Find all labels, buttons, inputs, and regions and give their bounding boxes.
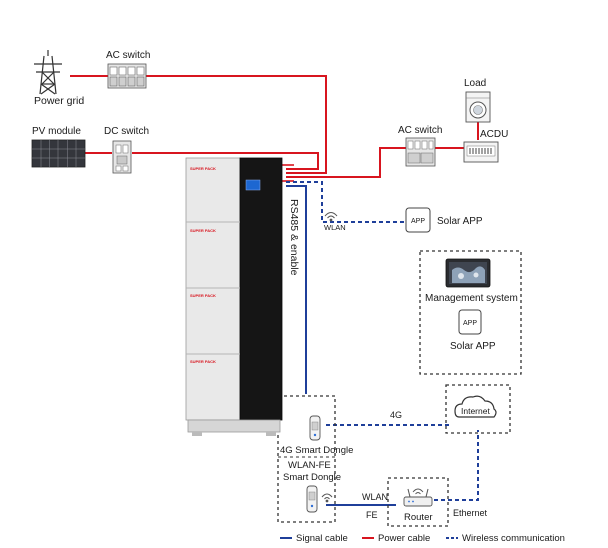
ac-switch-right-label: AC switch [398, 125, 442, 136]
brand-mark-3: SUPER PACK [190, 293, 216, 298]
router-label: Router [404, 512, 433, 523]
cabinet-inverter-column [239, 157, 283, 421]
rs485-signal-cable [286, 185, 307, 394]
inverter-to-right-ac-switch-cable [286, 147, 406, 178]
ac-switch-to-inverter-cable [145, 75, 327, 174]
brand-mark-1: SUPER PACK [190, 166, 216, 171]
router-box [387, 477, 449, 527]
signal-cables [286, 185, 396, 506]
dc-switch-icon [112, 140, 132, 174]
pv-module-label: PV module [32, 126, 81, 137]
battery-inverter-cabinet: SUPER PACK SUPER PACK SUPER PACK SUPER P… [185, 157, 283, 436]
washing-machine-icon [465, 91, 491, 123]
solar-app-box-icon: APP [458, 309, 482, 335]
ac-switch-top-label: AC switch [106, 50, 150, 61]
legend-signal-label: Signal cable [296, 533, 348, 544]
internet-box [445, 384, 511, 434]
router-to-internet-ethernet [434, 430, 479, 501]
ethernet-label: Ethernet [453, 508, 488, 518]
brand-mark-2: SUPER PACK [190, 228, 216, 233]
ac-switch-top-icon [107, 63, 147, 89]
app-icon-text-top: APP [411, 218, 425, 225]
4g-label: 4G [390, 410, 402, 420]
ac-switch-right-icon [405, 137, 436, 167]
cloud-management-box [419, 250, 522, 375]
legend-power-label: Power cable [378, 533, 430, 544]
brand-mark-4: SUPER PACK [190, 359, 216, 364]
wireless-links [286, 181, 479, 501]
solar-app-top-icon: APP [405, 207, 431, 233]
dc-switch-label: DC switch [104, 126, 149, 137]
acdu-label: ACDU [480, 129, 508, 140]
management-system-icon [445, 258, 491, 288]
4g-dongle-icon [309, 415, 321, 441]
power-grid-tower-icon [34, 50, 62, 95]
wlan-fe-label-line1: WLAN-FE [288, 460, 331, 471]
wlan-fe-dongle-icon [306, 485, 318, 513]
router-icon [403, 488, 433, 507]
wifi-icon-dongle [321, 493, 333, 503]
power-cables [70, 75, 479, 182]
inverter-wlan-link [286, 181, 404, 223]
pv-module-icon [31, 139, 86, 168]
brand-marks: SUPER PACK SUPER PACK SUPER PACK SUPER P… [190, 166, 216, 364]
4g-dongle-label: 4G Smart Dongle [280, 445, 353, 456]
fe-label: FE [366, 510, 378, 520]
solar-app-box-label: Solar APP [450, 341, 496, 352]
solar-app-top-label: Solar APP [437, 216, 483, 227]
legend: Signal cable Power cable Wireless commun… [280, 533, 565, 544]
dongle-group-box [277, 395, 336, 523]
cabinet-battery-column [185, 157, 241, 421]
wlan-fe-label-line2: Smart Dongle [283, 472, 341, 483]
wlan-bottom-label: WLAN [362, 492, 388, 502]
acdu-icon [463, 141, 499, 163]
internet-label: Internet [461, 406, 490, 416]
dc-switch-to-inverter-cable [132, 152, 319, 170]
group-boxes [277, 250, 522, 527]
cabinet-base [187, 419, 281, 433]
rs485-label: RS485 & enable [288, 199, 300, 276]
wifi-icon-top [324, 212, 338, 222]
power-grid-label: Power grid [34, 95, 84, 107]
internet-cloud-icon [454, 395, 497, 418]
legend-wireless-label: Wireless communication [462, 533, 565, 544]
management-system-label: Management system [425, 293, 518, 304]
wlan-top-label: WLAN [324, 223, 346, 232]
inverter-display [245, 179, 261, 191]
app-icon-text-box: APP [463, 320, 477, 327]
load-label: Load [464, 78, 486, 89]
